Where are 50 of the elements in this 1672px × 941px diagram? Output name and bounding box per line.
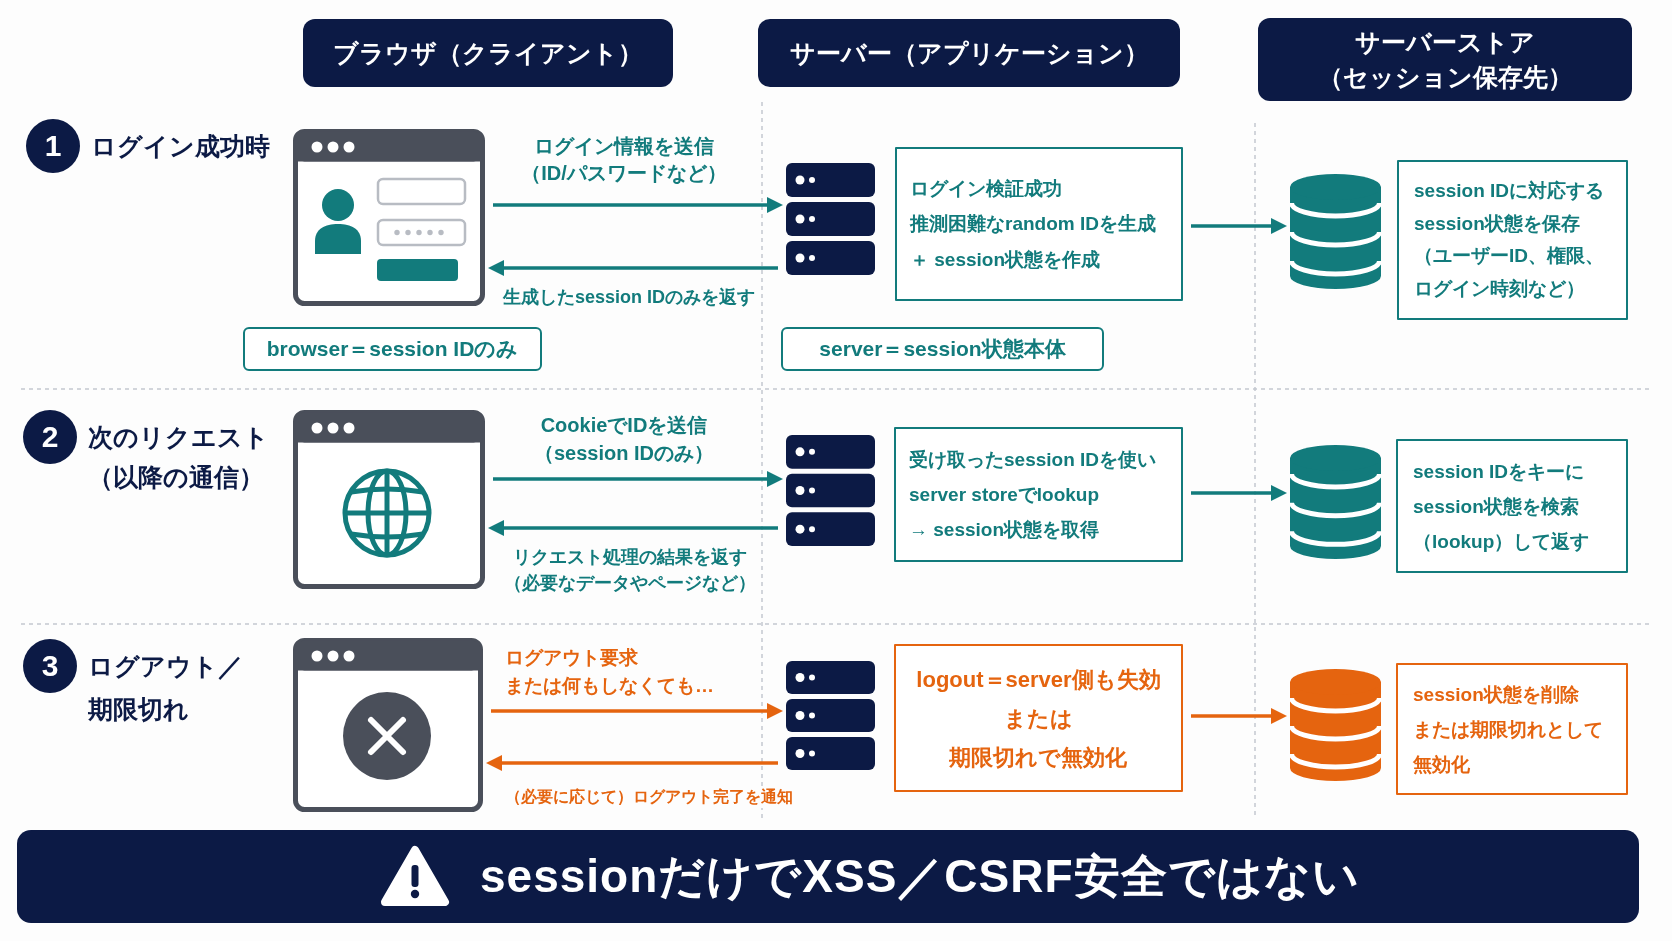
x-mark-browser-window xyxy=(293,638,483,812)
globe-browser-window xyxy=(293,410,485,589)
process-box xyxy=(894,644,1183,792)
server-icon xyxy=(786,435,875,546)
step-number: 2 xyxy=(23,410,77,464)
arrow xyxy=(488,259,778,277)
arrow xyxy=(486,754,778,772)
step-title: 次のリクエスト（以降の通信） xyxy=(88,422,269,493)
server-icon xyxy=(786,163,875,275)
step-number: 3 xyxy=(23,639,77,693)
arrow xyxy=(1191,707,1287,725)
edge-label: 生成したsession IDのみを返す xyxy=(500,285,758,309)
info-box xyxy=(1396,439,1628,573)
arrow xyxy=(1191,484,1287,502)
arrow xyxy=(491,702,783,720)
login-form-window xyxy=(293,129,485,306)
warning-text: sessionだけでXSS／CSRF安全ではない xyxy=(480,849,1360,904)
process-text: 推測困難なrandom IDを生成 xyxy=(910,212,1156,237)
process-text: 受け取ったsession IDを使い xyxy=(909,448,1157,472)
arrow xyxy=(1191,217,1287,235)
database-icon xyxy=(1290,445,1381,560)
database-icon xyxy=(1290,174,1381,290)
note-text: session IDに対応するsession状態を保存（ユーザーID、権限、ログイン時刻など） xyxy=(1414,179,1605,301)
step-title: ログイン成功時 xyxy=(91,131,270,162)
process-text: ログイン検証成功 xyxy=(910,176,1062,201)
column-header: サーバー（アプリケーション） xyxy=(758,19,1180,87)
note-text: browser＝session IDのみ xyxy=(266,336,519,362)
arrow xyxy=(493,470,783,488)
warning-banner xyxy=(17,830,1639,923)
step-title: ログアウト／期限切れ xyxy=(88,650,243,725)
process-text: server storeでlookup xyxy=(909,483,1100,507)
info-box xyxy=(1397,160,1628,320)
arrow xyxy=(488,519,778,537)
note-box xyxy=(243,327,542,371)
arrow xyxy=(493,196,783,214)
column-header: ブラウザ（クライアント） xyxy=(303,19,673,87)
process-text: ＋ session状態を作成 xyxy=(910,247,1101,272)
note-box xyxy=(781,327,1104,371)
note-text: server＝session状態本体 xyxy=(819,336,1066,362)
process-box xyxy=(895,147,1183,301)
step-number: 1 xyxy=(26,119,80,173)
process-text: → session状態を取得 xyxy=(909,518,1100,542)
server-icon xyxy=(786,661,875,770)
database-icon xyxy=(1290,669,1381,782)
info-box xyxy=(1396,663,1628,795)
note-text: session状態を削除または期限切れとして無効化 xyxy=(1413,682,1603,777)
process-text: logout＝server側も失効または期限切れで無効化 xyxy=(916,665,1161,772)
note-text: session IDをキーにsession状態を検索（lookup）して返す xyxy=(1413,459,1590,554)
process-box xyxy=(894,427,1183,562)
column-header: サーバーストア（セッション保存先） xyxy=(1258,18,1632,101)
